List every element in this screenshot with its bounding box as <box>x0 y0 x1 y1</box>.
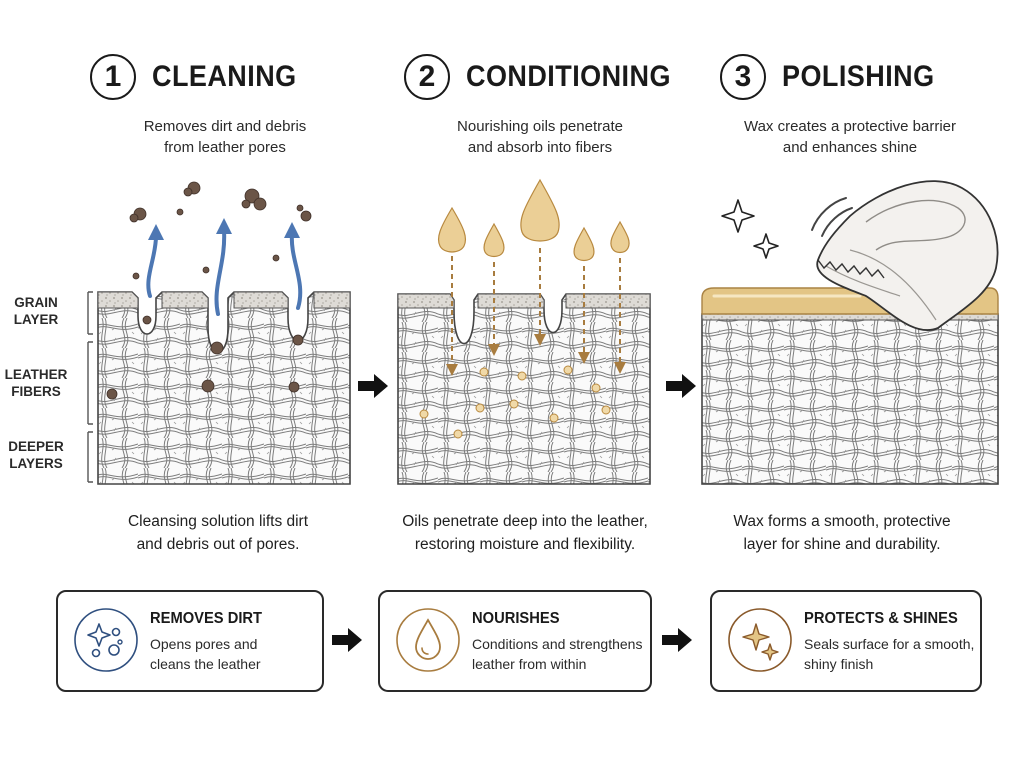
oil-drop-icon <box>396 608 460 672</box>
step-number-badge: 1 <box>90 54 136 100</box>
caption-line: restoring moisture and flexibility. <box>414 536 636 553</box>
leather-cross-section <box>701 313 999 485</box>
dirt-particles <box>106 181 312 400</box>
caption-line: layer for shine and durability. <box>743 536 941 553</box>
step-2-caption: Oils penetrate deep into the leather, re… <box>365 510 685 556</box>
leather-cross-section <box>397 293 651 485</box>
sparkle-bubbles-icon <box>74 608 138 672</box>
description-line: Opens pores and <box>150 636 258 652</box>
step-title: POLISHING <box>782 60 935 93</box>
label-line: FIBERS <box>11 384 61 399</box>
label-line: LEATHER <box>4 367 68 382</box>
step-arrow-icon <box>662 628 692 652</box>
card-nourishes: NOURISHES Conditions and strengthens lea… <box>378 590 652 692</box>
bracket-fibers <box>87 341 93 425</box>
subtitle-line: Removes dirt and debris <box>143 118 307 135</box>
card-title: NOURISHES <box>472 610 560 627</box>
oil-drop-icon <box>437 206 467 253</box>
step-number-badge: 3 <box>720 54 766 100</box>
step-2-subtitle: Nourishing oils penetrate and absorb int… <box>390 116 690 158</box>
grain-layer <box>97 291 351 309</box>
arrow-head-icon <box>148 224 164 240</box>
step-3-caption: Wax forms a smooth, protective layer for… <box>682 510 1002 556</box>
oil-paths <box>451 248 621 368</box>
label-line: GRAIN <box>14 295 58 310</box>
description-line: Conditions and strengthens <box>472 636 643 652</box>
caption-line: Cleansing solution lifts dirt <box>127 513 309 530</box>
layer-brackets <box>87 291 93 483</box>
label-line: DEEPER <box>8 439 64 454</box>
arrow-up-icon <box>214 228 227 316</box>
label-deeper-layers: DEEPER LAYERS <box>0 438 72 472</box>
step-arrow-icon <box>332 628 362 652</box>
label-line: LAYERS <box>9 456 63 471</box>
step-1-subtitle: Removes dirt and debris from leather por… <box>75 116 375 158</box>
caption-line: and debris out of pores. <box>136 536 300 553</box>
step-3-heading: 3 POLISHING <box>720 54 952 100</box>
step-number-badge: 2 <box>404 54 450 100</box>
subtitle-line: Wax creates a protective barrier <box>743 118 957 135</box>
step-3-subtitle: Wax creates a protective barrier and enh… <box>700 116 1000 158</box>
step-title: CLEANING <box>152 60 297 93</box>
step-arrow-icon <box>666 374 696 398</box>
grain-layer <box>397 293 651 309</box>
leather-cross-section <box>97 291 351 485</box>
oil-drop-icon <box>610 220 630 254</box>
absorbed-oil <box>419 365 611 439</box>
oil-drop-icon <box>483 222 505 258</box>
subtitle-line: Nourishing oils penetrate <box>457 118 623 135</box>
sparkles-icon <box>728 608 792 672</box>
step-title: CONDITIONING <box>466 60 671 93</box>
caption-line: Wax forms a smooth, protective <box>733 513 951 530</box>
oil-drop-icon <box>573 226 595 262</box>
card-removes-dirt: REMOVES DIRT Opens pores and cleans the … <box>56 590 324 692</box>
description-line: leather from within <box>472 656 587 672</box>
lift-arrows <box>146 228 303 316</box>
caption-line: Oils penetrate deep into the leather, <box>402 513 648 530</box>
polishing-panel <box>701 180 999 485</box>
card-protects-shines: PROTECTS & SHINES Seals surface for a sm… <box>710 590 982 692</box>
card-title: REMOVES DIRT <box>150 610 263 627</box>
cleaning-panel <box>97 181 351 485</box>
label-grain-layer: GRAIN LAYER <box>0 294 72 328</box>
polishing-cloth-icon <box>816 180 999 331</box>
bracket-grain <box>87 291 93 335</box>
oil-droplets <box>437 178 630 262</box>
bracket-deeper <box>87 431 93 483</box>
subtitle-line: and absorb into fibers <box>467 139 613 156</box>
label-line: LAYER <box>13 312 59 327</box>
step-2-heading: 2 CONDITIONING <box>404 54 694 100</box>
step-1-heading: 1 CLEANING <box>90 54 313 100</box>
arrow-head-icon <box>284 222 300 238</box>
arrow-head-icon <box>216 218 232 234</box>
oil-drop-icon <box>520 178 560 242</box>
step-1-caption: Cleansing solution lifts dirt and debris… <box>58 510 378 556</box>
card-title: PROTECTS & SHINES <box>804 610 958 627</box>
card-description: Opens pores and cleans the leather <box>150 634 261 674</box>
description-line: shiny finish <box>804 656 874 672</box>
sparkle-icon <box>721 199 779 259</box>
step-arrow-icon <box>358 374 388 398</box>
description-line: cleans the leather <box>150 656 261 672</box>
arrow-up-icon <box>289 232 303 310</box>
description-line: Seals surface for a smooth, <box>804 636 975 652</box>
subtitle-line: and enhances shine <box>782 139 918 156</box>
card-description: Seals surface for a smooth, shiny finish <box>804 634 974 674</box>
conditioning-panel <box>397 178 651 485</box>
card-description: Conditions and strengthens leather from … <box>472 634 642 674</box>
arrow-up-icon <box>146 234 158 298</box>
subtitle-line: from leather pores <box>164 139 286 156</box>
label-leather-fibers: LEATHER FIBERS <box>0 366 72 400</box>
